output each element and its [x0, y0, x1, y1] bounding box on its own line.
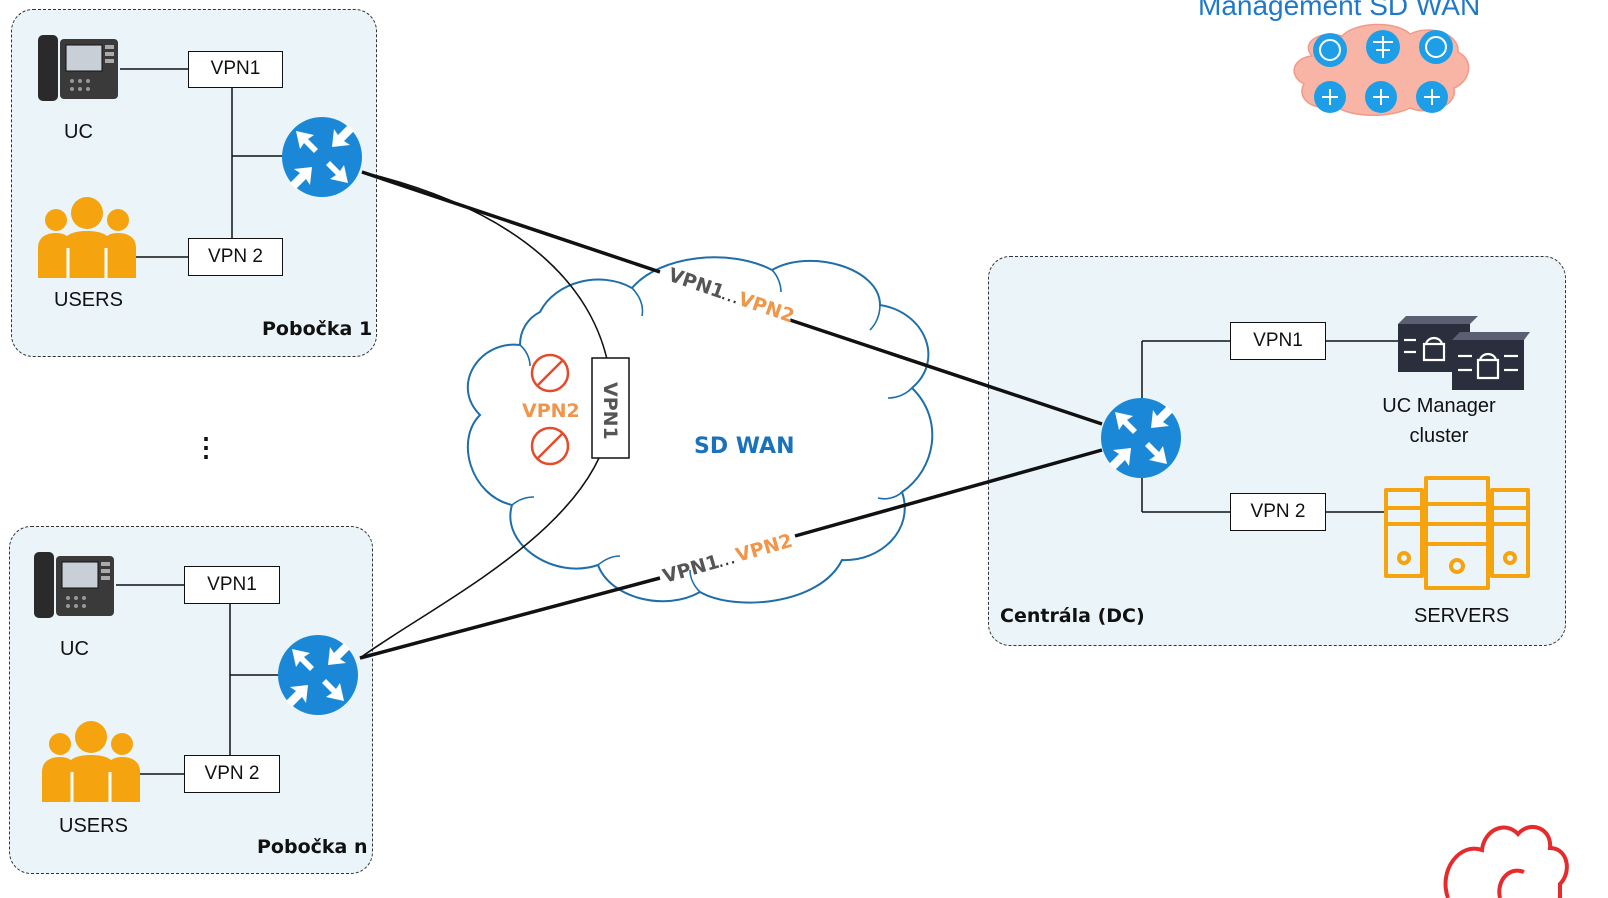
- branch-n-phone-label: UC: [60, 638, 89, 660]
- sd-wan-cloud: [466, 256, 934, 604]
- branch-n-vpn2-box: VPN 2: [184, 755, 280, 793]
- branch-1-vpn2-box: VPN 2: [188, 238, 283, 276]
- wan-links: [359, 170, 1103, 660]
- brand-logo: [1443, 825, 1569, 898]
- uc-manager-label: UC Manager: [1382, 395, 1496, 417]
- branch-1-title: Pobočka 1: [262, 318, 373, 340]
- blocked-icon-top: [530, 353, 570, 393]
- branch-n-wiring: [116, 584, 280, 775]
- servers-icon: [1384, 474, 1530, 592]
- blocked-icon-bottom: [530, 426, 570, 466]
- bottom-link-dots: ...: [714, 546, 737, 572]
- users-icon: [38, 196, 136, 278]
- router-icon: [282, 117, 362, 197]
- router-icon: [278, 635, 358, 715]
- branch-1-users-label: USERS: [54, 289, 123, 311]
- cloud-vpn1-label: VPN1: [599, 382, 621, 440]
- ip-phone-icon: [38, 35, 120, 101]
- more-branches-ellipsis: ⋮: [193, 432, 219, 462]
- branch-1-phone-label: UC: [64, 121, 93, 143]
- blocked-vpn2-label: VPN2: [522, 400, 580, 422]
- cloud-vpn1-box: [591, 357, 630, 459]
- datacenter-title: Centrála (DC): [1000, 605, 1145, 627]
- branch-1-vpn1-box: VPN1: [188, 51, 283, 88]
- branch-1-wiring: [120, 68, 283, 258]
- router-icon: [1101, 398, 1181, 478]
- management-cloud-icon: [1293, 23, 1470, 116]
- branch-n-vpn1-box: VPN1: [184, 566, 280, 604]
- uc-manager-label-cluster: cluster: [1409, 425, 1469, 447]
- management-title: Management SD WAN: [1198, 0, 1481, 21]
- branch-n-title: Pobočka n: [257, 836, 368, 858]
- ip-phone-icon: [34, 552, 116, 618]
- servers-label: SERVERS: [1414, 605, 1510, 627]
- dc-vpn1-box: VPN1: [1230, 322, 1326, 360]
- sd-wan-label: SD WAN: [694, 434, 795, 459]
- uc-manager-cluster-icon: [1396, 314, 1530, 396]
- users-icon: [42, 720, 140, 802]
- dc-vpn2-box: VPN 2: [1230, 493, 1326, 531]
- branch-n-users-label: USERS: [59, 815, 128, 837]
